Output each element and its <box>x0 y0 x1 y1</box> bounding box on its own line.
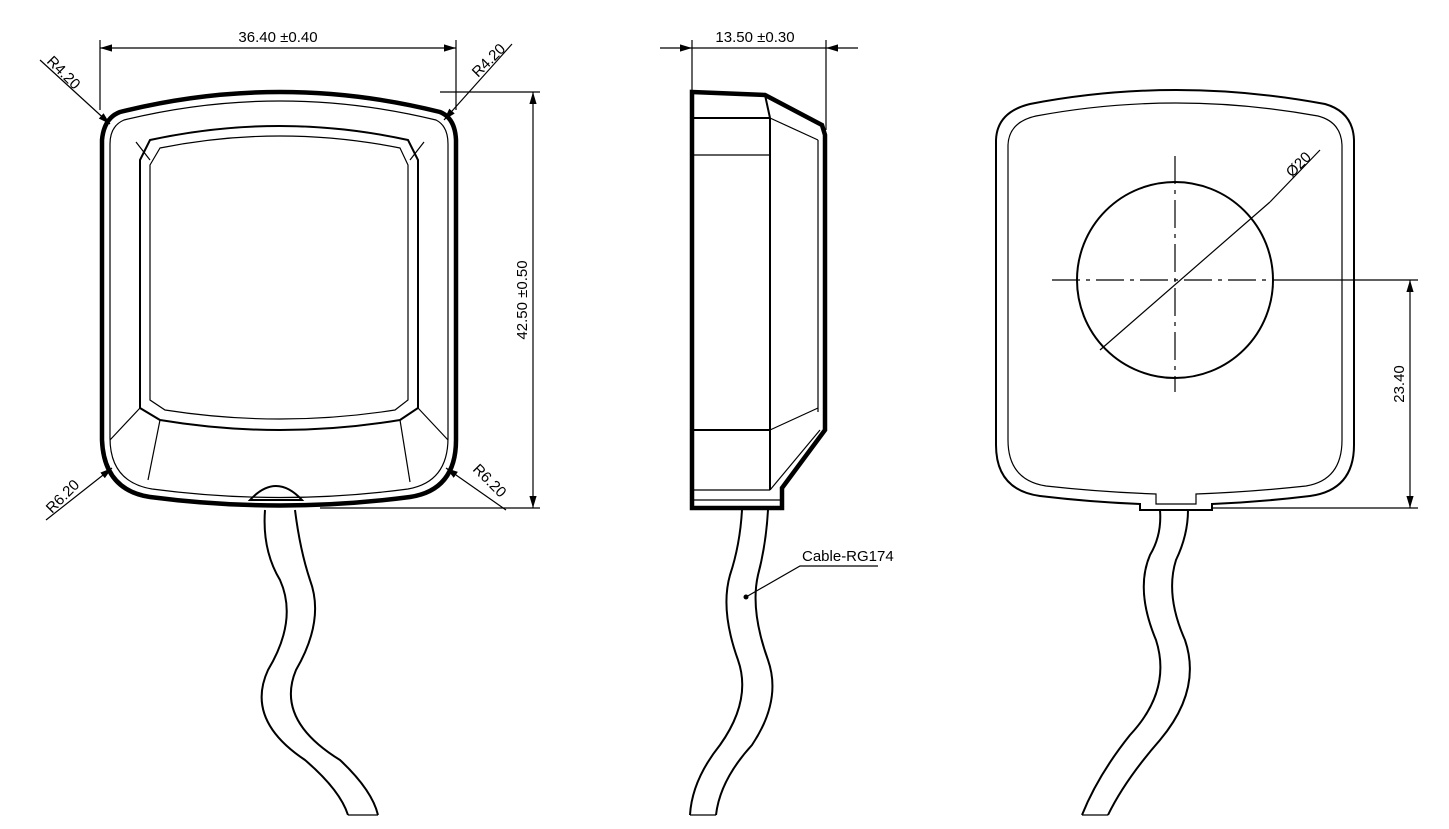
diameter-dimension: Ø20 <box>1283 149 1315 181</box>
front-bevel-line <box>135 141 151 161</box>
side-edge <box>769 429 821 491</box>
front-cable <box>260 509 349 816</box>
height-dimension: 42.50 ±0.50 <box>514 260 531 339</box>
radius-bottom-left: R6.20 <box>43 477 83 517</box>
front-bevel-line <box>417 407 449 441</box>
radius-leader <box>45 467 113 521</box>
cable-leader <box>745 565 878 598</box>
back-cable <box>1107 509 1191 816</box>
diameter-line <box>1099 201 1271 351</box>
diameter-leader <box>1269 149 1321 203</box>
side-outline <box>689 89 828 511</box>
front-face <box>149 135 409 420</box>
radius-top-right: R4.20 <box>469 41 509 81</box>
radius-leader <box>445 467 507 511</box>
front-bevel-line <box>399 419 411 483</box>
front-bevel-ring <box>139 125 419 431</box>
front-outer-inner-edge <box>109 100 449 499</box>
back-outer-outline <box>995 89 1355 511</box>
front-cable-boss <box>247 485 305 501</box>
back-inner-outline <box>1007 102 1343 505</box>
front-bevel-line <box>109 407 141 441</box>
radius-leader <box>443 43 513 121</box>
radius-leader <box>39 59 111 125</box>
side-cable <box>715 509 774 816</box>
back-view: Ø20 23.40 <box>995 89 1418 816</box>
back-cable <box>1081 509 1162 816</box>
side-edge <box>764 94 771 119</box>
radius-top-left: R4.20 <box>43 53 83 93</box>
side-edge <box>769 407 819 431</box>
front-outer-outline <box>99 89 459 508</box>
front-cable <box>289 509 379 816</box>
front-bevel-line <box>147 419 161 481</box>
side-cable <box>689 509 744 816</box>
radius-bottom-right: R6.20 <box>469 461 509 501</box>
depth-dimension: 13.50 ±0.30 <box>715 29 794 46</box>
cable-label: Cable-RG174 <box>802 548 894 565</box>
width-dimension: 36.40 ±0.40 <box>238 29 317 46</box>
offset-dimension: 23.40 <box>1391 365 1408 403</box>
side-view: Cable-RG174 13.50 ±0.30 <box>660 29 894 816</box>
front-bevel-line <box>409 141 425 161</box>
front-view: 36.40 ±0.40 42.50 ±0.50 R4.20 R4.20 R6.2… <box>39 29 540 816</box>
side-edge <box>769 117 819 141</box>
